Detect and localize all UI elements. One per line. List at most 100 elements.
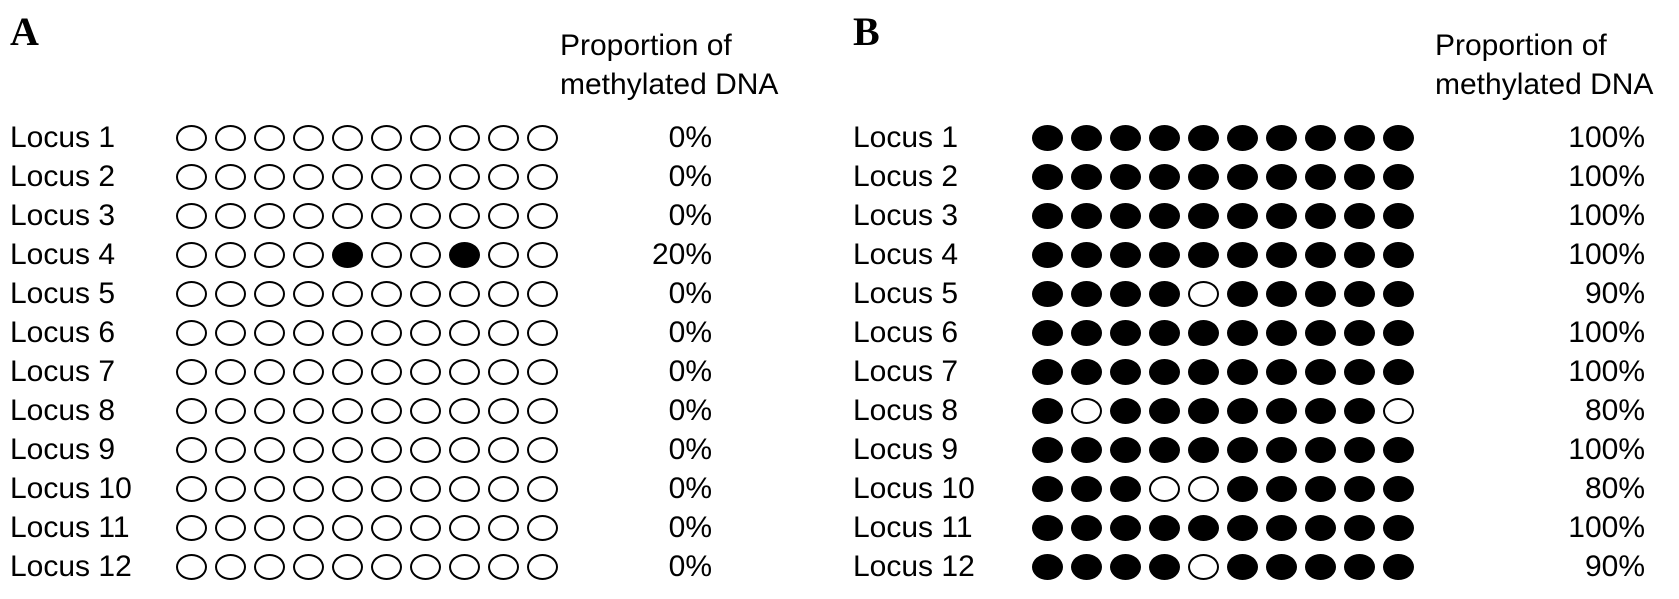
methylated-site-dot [1344,554,1375,580]
unmethylated-site-dot [332,203,363,229]
methylated-site-dot [1071,554,1102,580]
unmethylated-site-dot [527,554,558,580]
methylation-percent: 0% [668,550,712,583]
unmethylated-site-dot [215,281,246,307]
methylated-site-dot [1344,164,1375,190]
methylated-site-dot [1305,437,1336,463]
unmethylated-site-dot [215,515,246,541]
cpg-site-group [176,281,566,307]
unmethylated-site-dot [332,320,363,346]
methylation-percent: 0% [668,511,712,544]
unmethylated-site-dot [254,437,285,463]
unmethylated-site-dot [215,320,246,346]
unmethylated-site-dot [332,476,363,502]
unmethylated-site-dot [527,398,558,424]
cpg-site-group [176,125,566,151]
methylation-percent: 80% [1584,472,1645,505]
methylated-site-dot [1188,359,1219,385]
methylated-site-dot [1032,515,1063,541]
methylated-site-dot [1227,125,1258,151]
cpg-site-group [1032,203,1422,229]
methylated-site-dot [1266,164,1297,190]
methylated-site-dot [1110,320,1141,346]
methylated-site-dot [1383,359,1414,385]
methylated-site-dot [1344,515,1375,541]
unmethylated-site-dot [176,281,207,307]
methylated-site-dot [1071,320,1102,346]
methylated-site-dot [1110,242,1141,268]
unmethylated-site-dot [449,320,480,346]
methylation-percent: 100% [1568,433,1645,466]
methylation-percent: 100% [1568,238,1645,271]
methylated-site-dot [1149,203,1180,229]
methylated-site-dot [1032,281,1063,307]
unmethylated-site-dot [215,203,246,229]
methylated-site-dot [1305,359,1336,385]
methylated-site-dot [1032,359,1063,385]
locus-label: Locus 4 [853,238,959,271]
locus-label: Locus 6 [853,316,959,349]
unmethylated-site-dot [176,164,207,190]
methylated-site-dot [1383,125,1414,151]
methylated-site-dot [1383,476,1414,502]
unmethylated-site-dot [254,476,285,502]
unmethylated-site-dot [449,554,480,580]
unmethylated-site-dot [176,554,207,580]
unmethylated-site-dot [410,437,441,463]
unmethylated-site-dot [488,476,519,502]
methylated-site-dot [1383,242,1414,268]
methylated-site-dot [1305,320,1336,346]
methylated-site-dot [1305,398,1336,424]
methylated-site-dot [1032,437,1063,463]
unmethylated-site-dot [1188,554,1219,580]
unmethylated-site-dot [176,515,207,541]
methylated-site-dot [1032,164,1063,190]
locus-label: Locus 5 [853,277,959,310]
unmethylated-site-dot [215,437,246,463]
methylated-site-dot [1344,476,1375,502]
cpg-site-group [1032,281,1422,307]
locus-label: Locus 10 [853,472,975,505]
methylated-site-dot [1266,437,1297,463]
unmethylated-site-dot [254,125,285,151]
methylated-site-dot [1227,281,1258,307]
methylated-site-dot [1071,281,1102,307]
unmethylated-site-dot [293,320,324,346]
unmethylated-site-dot [488,554,519,580]
unmethylated-site-dot [293,281,324,307]
unmethylated-site-dot [488,359,519,385]
methylated-site-dot [1227,476,1258,502]
unmethylated-site-dot [293,203,324,229]
unmethylated-site-dot [371,320,402,346]
methylated-site-dot [1383,437,1414,463]
methylated-site-dot [1266,476,1297,502]
cpg-site-group [176,398,566,424]
unmethylated-site-dot [527,203,558,229]
unmethylated-site-dot [488,515,519,541]
unmethylated-site-dot [1188,476,1219,502]
methylated-site-dot [1071,242,1102,268]
unmethylated-site-dot [293,125,324,151]
unmethylated-site-dot [254,281,285,307]
locus-label: Locus 2 [10,160,116,193]
methylated-site-dot [1110,554,1141,580]
unmethylated-site-dot [215,359,246,385]
methylated-site-dot [1188,398,1219,424]
methylation-percent: 0% [668,316,712,349]
unmethylated-site-dot [527,359,558,385]
unmethylated-site-dot [449,281,480,307]
methylated-site-dot [1227,359,1258,385]
locus-label: Locus 9 [853,433,959,466]
methylation-percent: 0% [668,121,712,154]
methylated-site-dot [1149,164,1180,190]
methylated-site-dot [1149,320,1180,346]
locus-label: Locus 3 [10,199,116,232]
unmethylated-site-dot [254,359,285,385]
unmethylated-site-dot [410,125,441,151]
proportion-header-line2: methylated DNA [560,68,779,101]
cpg-site-group [1032,164,1422,190]
unmethylated-site-dot [410,476,441,502]
methylation-percent: 80% [1584,394,1645,427]
methylated-site-dot [1305,203,1336,229]
